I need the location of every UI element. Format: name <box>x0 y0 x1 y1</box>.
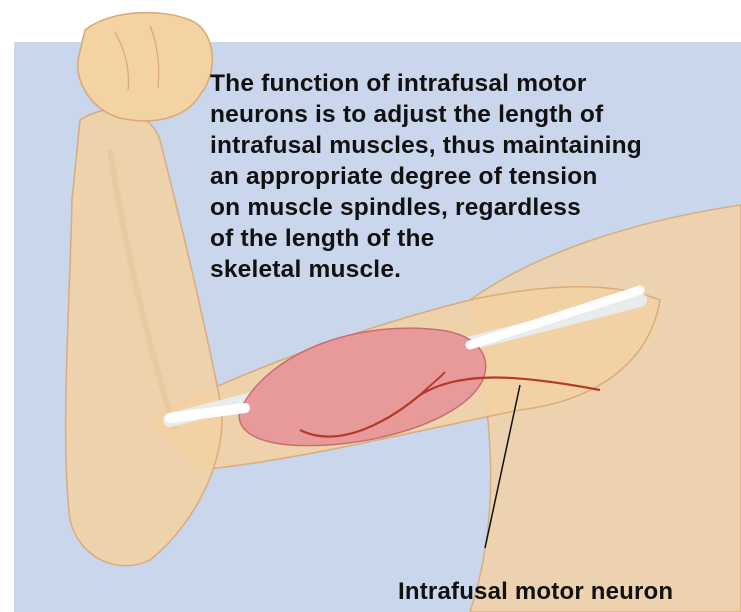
fist <box>78 13 213 121</box>
caption-line: The function of intrafusal motor <box>210 68 730 99</box>
function-caption: The function of intrafusal motor neurons… <box>210 68 730 285</box>
caption-line: neurons is to adjust the length of <box>210 99 730 130</box>
caption-line: on muscle spindles, regardless <box>210 192 730 223</box>
caption-line: an appropriate degree of tension <box>210 161 730 192</box>
neuron-label: Intrafusal motor neuron <box>398 578 673 606</box>
caption-line: skeletal muscle. <box>210 254 730 285</box>
caption-line: of the length of the <box>210 223 730 254</box>
caption-line: intrafusal muscles, thus maintaining <box>210 130 730 161</box>
